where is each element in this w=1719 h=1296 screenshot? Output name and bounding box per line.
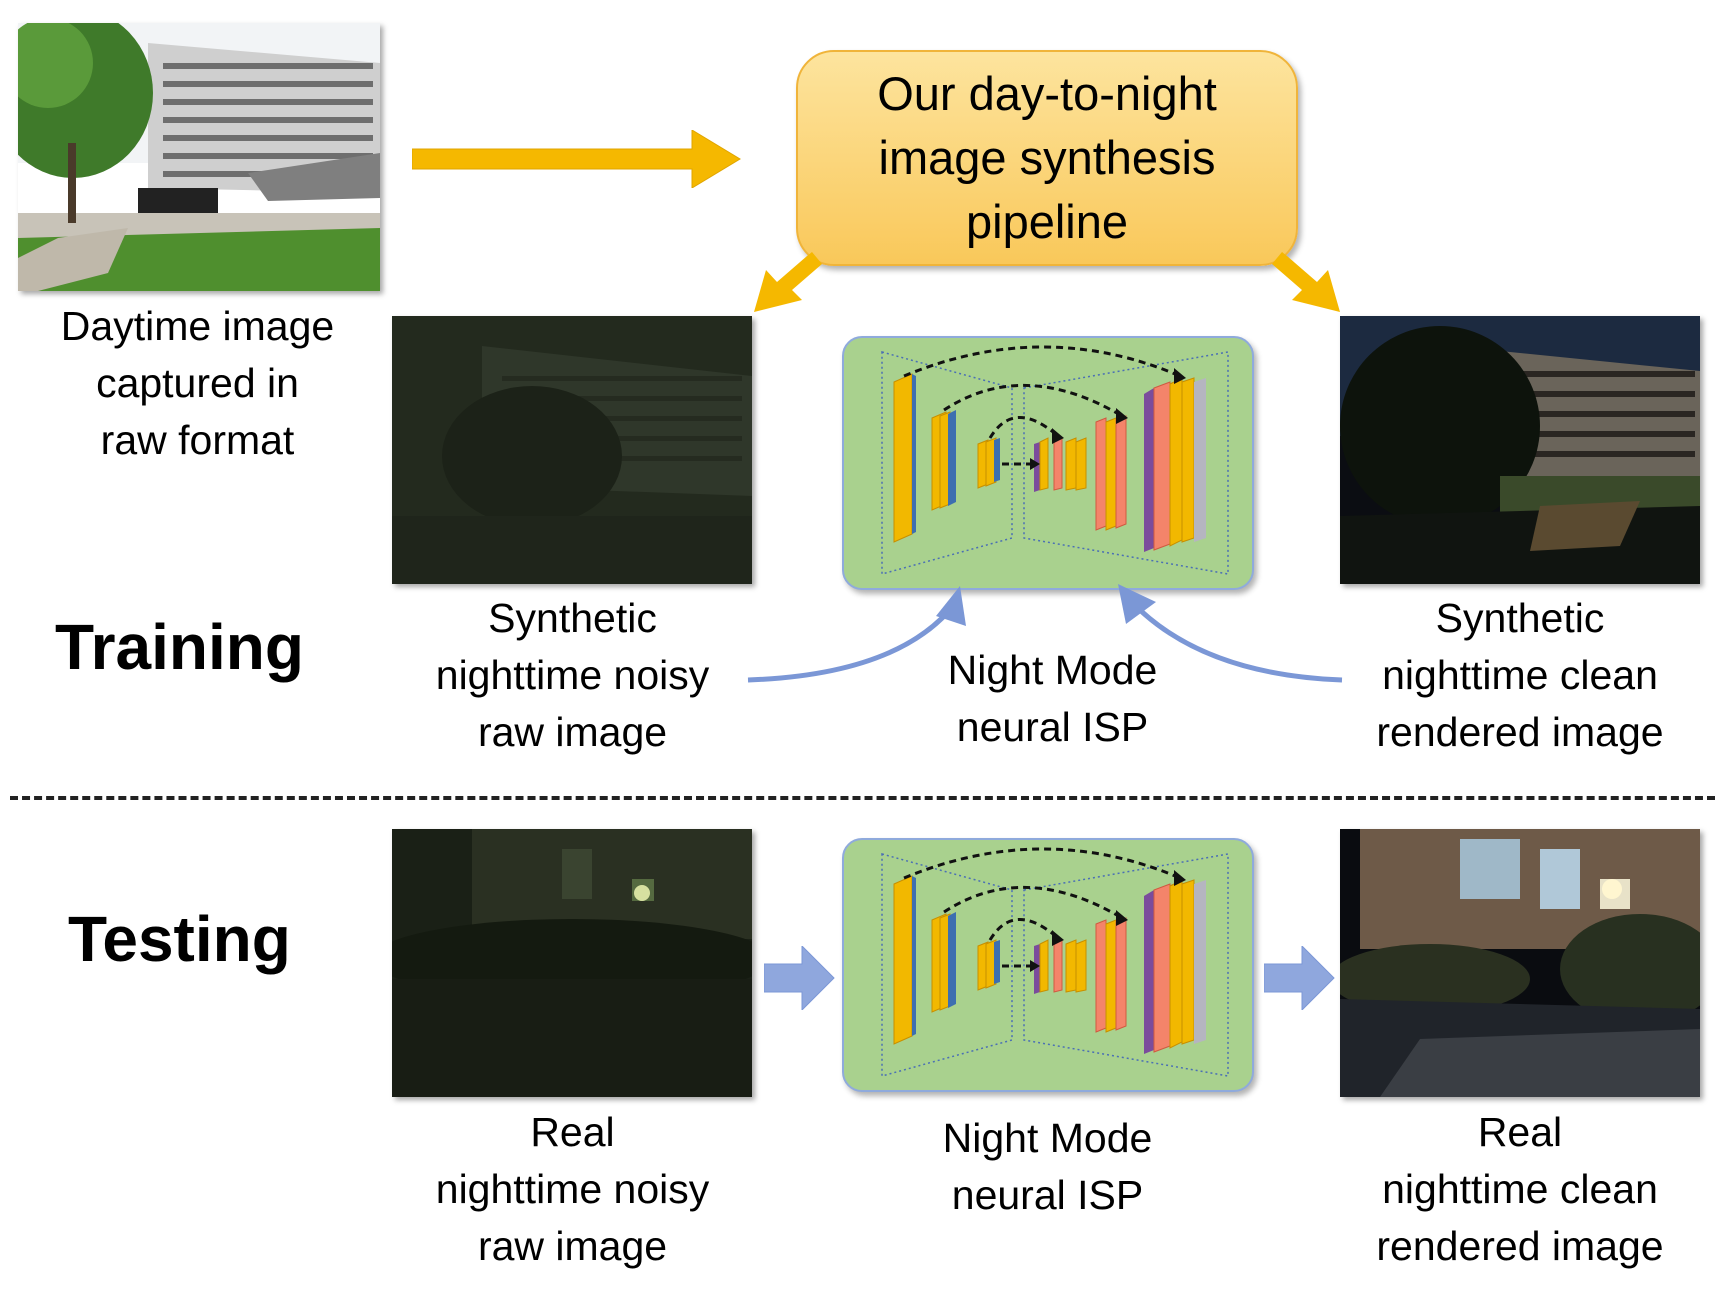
training-input-caption-line: raw image	[477, 709, 668, 755]
pipeline-label-line: Our day-to-night	[877, 67, 1217, 120]
noisy-to-isp-arrow	[764, 946, 835, 1010]
testing-neural-isp-network	[842, 838, 1254, 1092]
pipeline-to-clean-arrow	[1272, 252, 1340, 312]
testing-output-caption: Real nighttime clean rendered image	[1340, 1104, 1700, 1275]
training-isp-caption-line: Night Mode	[947, 647, 1158, 693]
testing-isp-caption-line: neural ISP	[951, 1172, 1144, 1218]
clean-to-isp-curved-arrow	[1118, 584, 1343, 683]
daytime-caption-line: captured in	[96, 360, 299, 406]
testing-input-caption-line: Real	[530, 1109, 615, 1155]
training-output-caption-line: nighttime clean	[1382, 652, 1658, 698]
testing-title: Testing	[68, 903, 291, 975]
daytime-caption-line: raw format	[100, 417, 295, 463]
daytime-caption-line: Daytime image	[60, 303, 335, 349]
synthetic-clean-rendered-image	[1340, 316, 1700, 584]
pipeline-label-line: image synthesis	[878, 131, 1216, 184]
noisy-to-isp-curved-arrow	[747, 586, 966, 683]
training-neural-isp-network	[842, 336, 1254, 590]
real-noisy-raw-image	[392, 829, 752, 1097]
training-output-caption-line: rendered image	[1376, 709, 1664, 755]
isp-to-clean-arrow	[1264, 946, 1335, 1010]
daytime-image	[18, 23, 380, 291]
testing-input-caption: Real nighttime noisy raw image	[400, 1104, 745, 1275]
testing-output-caption-line: nighttime clean	[1382, 1166, 1658, 1212]
training-title: Training	[55, 611, 304, 683]
decoder-layers	[1034, 879, 1206, 1054]
encoder-layers	[893, 875, 1000, 1045]
day-to-night-pipeline-box: Our day-to-night image synthesis pipelin…	[796, 50, 1298, 266]
testing-isp-caption: Night Mode neural ISP	[890, 1110, 1205, 1224]
training-output-caption-line: Synthetic	[1435, 595, 1605, 641]
testing-isp-caption-line: Night Mode	[942, 1115, 1153, 1161]
training-output-caption: Synthetic nighttime clean rendered image	[1340, 590, 1700, 761]
testing-input-caption-line: raw image	[477, 1223, 668, 1269]
testing-input-caption-line: nighttime noisy	[435, 1166, 710, 1212]
training-input-caption: Synthetic nighttime noisy raw image	[400, 590, 745, 761]
decoder-layers	[1034, 377, 1206, 552]
section-divider	[10, 796, 1715, 800]
synthetic-noisy-raw-image	[392, 316, 752, 584]
training-input-caption-line: nighttime noisy	[435, 652, 710, 698]
training-input-caption-line: Synthetic	[488, 595, 657, 641]
training-isp-caption-line: neural ISP	[956, 704, 1149, 750]
pipeline-label-line: pipeline	[965, 195, 1129, 248]
daytime-caption: Daytime image captured in raw format	[20, 298, 375, 469]
testing-output-caption-line: rendered image	[1376, 1223, 1664, 1269]
encoder-layers	[893, 373, 1000, 543]
real-clean-rendered-image	[1340, 829, 1700, 1097]
daytime-to-pipeline-arrow	[412, 130, 741, 188]
testing-output-caption-line: Real	[1477, 1109, 1563, 1155]
training-isp-caption: Night Mode neural ISP	[895, 642, 1210, 756]
pipeline-to-noisy-arrow	[754, 252, 822, 312]
